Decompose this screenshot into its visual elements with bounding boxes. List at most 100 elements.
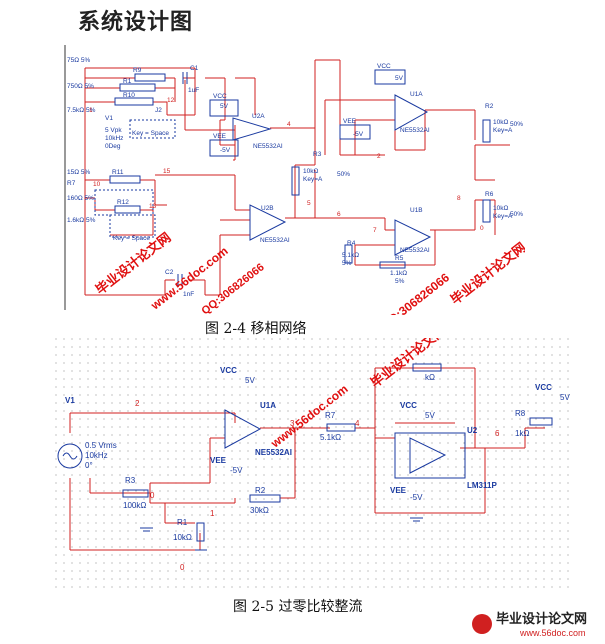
label-c2-vee-u2: VEE [390, 486, 407, 495]
node-5: 5 [307, 200, 311, 207]
label-c2-r2-val: 30kΩ [250, 506, 269, 515]
label-r7: R7 [67, 180, 76, 187]
label-r3-pct: 50% [337, 171, 350, 178]
label-c2-v1-freq: 10kHz [85, 451, 108, 460]
node-13: 13 [149, 203, 157, 210]
node-15: 15 [163, 168, 171, 175]
label-r6-val: 10kΩ [493, 205, 508, 212]
label-c2-r3: R3 [125, 476, 136, 485]
node-c2-2: 2 [135, 399, 140, 408]
wires-2 [69, 367, 545, 551]
node-7: 7 [373, 227, 377, 234]
label-r3: R3 [313, 151, 322, 158]
label-u2a-part: NE5532AI [253, 143, 283, 150]
node-c2-0b: 0 [180, 563, 185, 572]
components-2 [57, 363, 553, 551]
label-v1: V1 [105, 115, 113, 122]
label-r1: R1 [123, 78, 132, 85]
label-v1-val: 5 Vpk [105, 127, 122, 134]
label-v1-freq: 10kHz [105, 135, 123, 142]
label-c2-vcc-u2: VCC [400, 401, 417, 410]
svg-text:毕业设计论文网: 毕业设计论文网 [448, 240, 525, 308]
label-vee-u1a-v: -5V [353, 131, 364, 138]
label-c2-vcc-u2-v: 5V [425, 411, 435, 420]
label-15ohm: 15Ω 5% [67, 169, 91, 176]
label-c2-u2: U2 [467, 426, 478, 435]
components-1 [94, 69, 491, 286]
label-7k5ohm: 7.5kΩ 5% [67, 107, 96, 114]
label-r5-val: 1.1kΩ [390, 270, 407, 277]
label-r2-pct: 50% [510, 121, 523, 128]
label-c2-vee-u2-v: -5V [410, 493, 423, 502]
node-c2-3: 3 [290, 419, 295, 428]
label-r6-key: Key=A [493, 213, 513, 220]
node-c2-4: 4 [355, 419, 360, 428]
figure-caption-1: 图 2-4 移相网络 [205, 321, 307, 337]
label-c2-r8-v: 5V [560, 393, 570, 402]
label-vcc-u2a-v: 5V [220, 103, 229, 110]
label-r4-pct: 5% [342, 260, 352, 267]
label-c2-r2: R2 [255, 486, 266, 495]
label-key-space-2: Key = Space [113, 235, 150, 242]
node-4: 4 [287, 121, 291, 128]
label-r4-val: 5.1kΩ [342, 252, 359, 259]
label-c1-val: 1uF [188, 87, 199, 94]
label-c2-r7-val: 5.1kΩ [320, 433, 341, 442]
label-r4: R4 [347, 240, 356, 247]
label-c2-r8-vcc: VCC [535, 383, 552, 392]
label-c2-vee: VEE [210, 456, 227, 465]
label-c2-rtop-val: kΩ [425, 373, 435, 382]
label-r10: R10 [123, 92, 135, 99]
label-c2-u1a-part: NE5532AI [255, 448, 292, 457]
phase-shift-schematic: 75Ω 5% 750Ω 5% 7.5kΩ 5% 15Ω 5% 160Ω 5% 1… [64, 45, 525, 315]
label-c2-r8: R8 [515, 409, 526, 418]
label-c2-r1: R1 [177, 518, 188, 527]
label-c2-v1: V1 [65, 396, 75, 405]
node-2: 2 [377, 153, 381, 160]
label-c2-v1-phase: 0° [85, 461, 93, 470]
page-title: 系统设计图 [78, 10, 194, 35]
label-c2-vcc-v: 5V [245, 376, 255, 385]
node-c2-0a: 0 [150, 491, 155, 500]
label-r3-key: Key=A [303, 176, 323, 183]
label-r12: R12 [117, 199, 129, 206]
logo-text: 毕业设计论文网 [496, 611, 587, 626]
label-750ohm: 750Ω 5% [67, 83, 94, 90]
watermark-1: 毕业设计论文网 www.56doc.com QQ:306826066 QQ:30… [93, 230, 525, 315]
node-10: 10 [93, 181, 101, 188]
node-12: 12 [167, 97, 175, 104]
node-6: 6 [337, 211, 341, 218]
labels-2: V1 0.5 Vrms 10kHz 0° 2 0 1 0 3 4 6 VCC 5… [65, 366, 570, 572]
label-c2-vcc: VCC [220, 366, 237, 375]
label-r6: R6 [485, 191, 494, 198]
label-vcc-u2a: VCC [213, 93, 227, 100]
label-c2-lm311: LM311P [467, 481, 497, 490]
label-r5-pct: 5% [395, 278, 405, 285]
label-u1b-part: NE5532AI [400, 247, 430, 254]
labels-1: 75Ω 5% 750Ω 5% 7.5kΩ 5% 15Ω 5% 160Ω 5% 1… [67, 57, 523, 298]
label-c2-val: 1nF [183, 291, 194, 298]
figure-caption-2: 图 2-5 过零比较整流 [233, 599, 363, 615]
label-75ohm: 75Ω 5% [67, 57, 91, 64]
label-u2b-part: NE5532AI [260, 237, 290, 244]
node-c2-1: 1 [210, 509, 215, 518]
comparator-schematic: V1 0.5 Vrms 10kHz 0° 2 0 1 0 3 4 6 VCC 5… [55, 338, 575, 590]
label-c2: C2 [165, 269, 174, 276]
label-u1a-part: NE5532AI [400, 127, 430, 134]
node-1: 1 [89, 107, 93, 114]
label-r5: R5 [395, 255, 404, 262]
label-r9: R9 [133, 67, 142, 74]
label-r11: R11 [112, 169, 124, 176]
label-c2-r1-val: 10kΩ [173, 533, 192, 542]
label-c2-r3-val: 100kΩ [123, 501, 146, 510]
label-r3-val: 10kΩ [303, 168, 318, 175]
label-vee-u2a: VEE [213, 133, 227, 140]
label-u1b: U1B [410, 207, 423, 214]
node-8: 8 [457, 195, 461, 202]
label-c2-r7: R7 [325, 411, 336, 420]
site-logo: 毕业设计论文网 www.56doc.com [470, 608, 600, 640]
label-r2-val: 10kΩ [493, 119, 508, 126]
node-c2-6: 6 [495, 429, 500, 438]
label-r2-key: Key=A [493, 127, 513, 134]
label-r6-pct: 50% [510, 211, 523, 218]
